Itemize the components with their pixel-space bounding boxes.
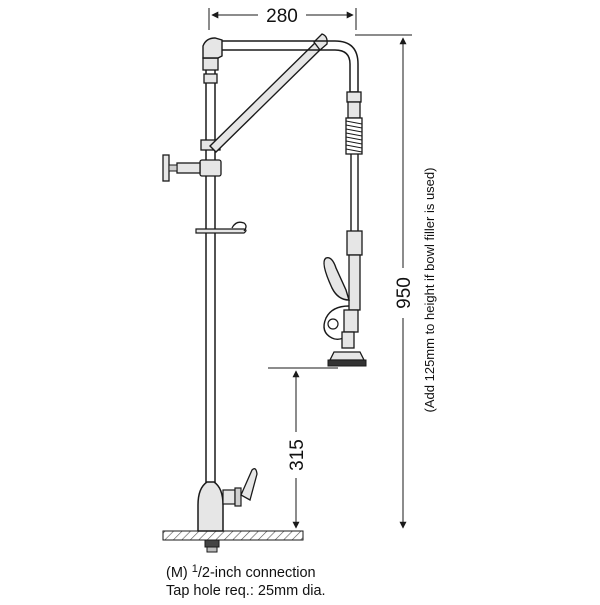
- tap-hole-caption: Tap hole req.: 25mm dia.: [166, 583, 326, 599]
- trigger-loop: [323, 305, 350, 341]
- connection-prefix: (M): [166, 565, 192, 581]
- spray-hose: [345, 91, 363, 311]
- base-valve: [197, 468, 258, 532]
- riser-upper-nut: [203, 73, 218, 84]
- dimension-spray-height: 315: [268, 367, 338, 529]
- spray-valve: [323, 257, 367, 367]
- counter-top: [162, 530, 304, 541]
- connection-fraction-numerator: 1: [191, 563, 198, 575]
- spray-height-label: 315: [287, 439, 308, 471]
- riser-pipe: [199, 37, 223, 483]
- total-height-label: 950: [394, 277, 415, 309]
- hook-support: [195, 221, 247, 234]
- hose-top-connector: [346, 91, 362, 103]
- connection-size-text: /2-inch connection: [197, 565, 316, 581]
- top-arm: [222, 40, 359, 93]
- connection-caption: (M) 1/2-inch connection: [166, 563, 316, 583]
- riser-top-fitting: [202, 57, 219, 71]
- wall-flange: [162, 154, 170, 182]
- gooseneck-bend: [334, 40, 359, 93]
- hose-lower-connector: [346, 230, 363, 256]
- dimension-total-height: 950 (Add 125mm to height if bowl filler …: [355, 34, 437, 529]
- spray-valve-body: [348, 254, 361, 311]
- width-label: 280: [266, 6, 298, 27]
- dimension-width: 280: [208, 6, 357, 30]
- brace-top-knob: [313, 33, 328, 51]
- mounting-connection: [204, 539, 220, 553]
- valve-lever-handle: [240, 468, 258, 501]
- bowl-filler-note: (Add 125mm to height if bowl filler is u…: [422, 168, 437, 413]
- spray-face: [327, 359, 367, 367]
- wall-stop-valve: [162, 154, 201, 182]
- diagonal-brace: [209, 33, 328, 153]
- riser-top-elbow: [202, 37, 223, 59]
- wall-bracket-fitting: [199, 159, 222, 177]
- spray-head: [328, 351, 366, 361]
- spray-trigger-handle: [323, 257, 350, 301]
